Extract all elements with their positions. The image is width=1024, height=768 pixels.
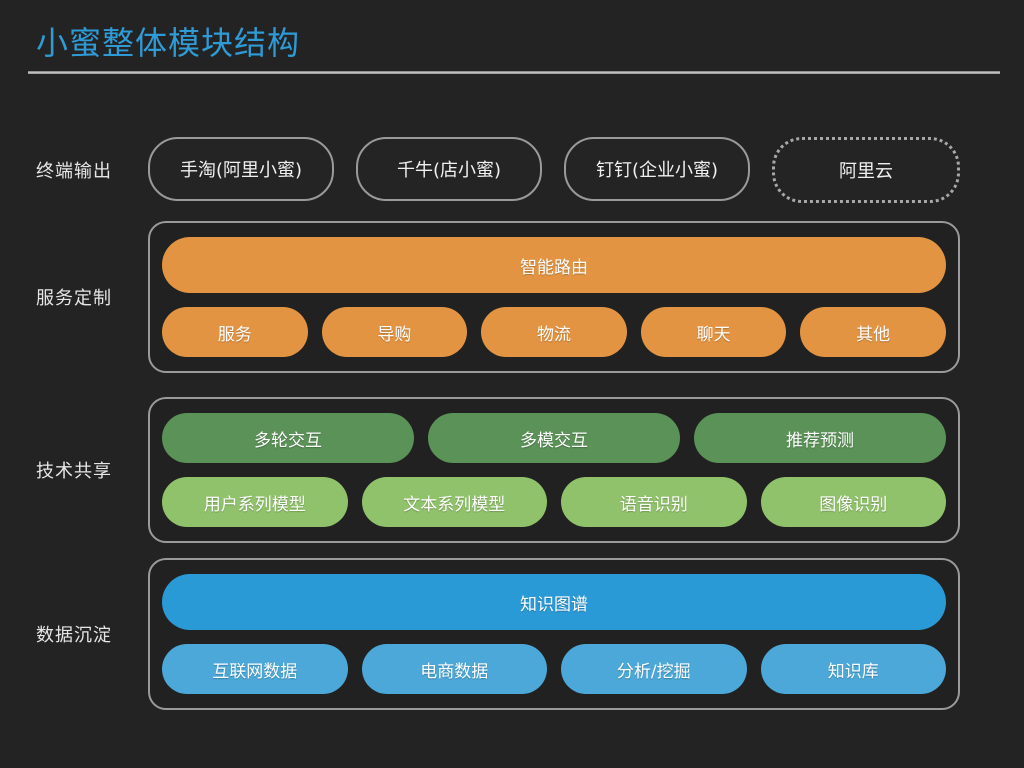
data-banner-row: 知识图谱 [162,574,946,630]
service-pill-row: 服务 导购 物流 聊天 其他 [162,307,946,357]
tech-pill-user-series-model[interactable]: 用户系列模型 [162,477,348,527]
technology-sharing-body: 多轮交互 多模交互 推荐预测 用户系列模型 文本系列模型 语音识别 图像识别 [148,397,960,543]
terminal-box-aliyun[interactable]: 阿里云 [772,137,960,203]
technology-top-row: 多轮交互 多模交互 推荐预测 [162,413,946,463]
terminal-box-taobao[interactable]: 手淘(阿里小蜜) [148,137,334,201]
row-service-customization: 服务定制 智能路由 服务 导购 物流 聊天 其他 [0,216,1024,378]
technology-panel: 多轮交互 多模交互 推荐预测 用户系列模型 文本系列模型 语音识别 图像识别 [148,397,960,543]
slide-header: 小蜜整体模块结构 [0,0,1024,86]
row-label-technology-sharing: 技术共享 [36,461,112,482]
row-terminal-output: 终端输出 手淘(阿里小蜜) 千牛(店小蜜) 钉钉(企业小蜜) 阿里云 [0,130,1024,210]
row-label-terminal-output: 终端输出 [36,161,112,182]
service-pill-other[interactable]: 其他 [800,307,946,357]
service-pill-chat[interactable]: 聊天 [640,307,787,357]
data-pill-row: 互联网数据 电商数据 分析/挖掘 知识库 [162,644,946,694]
service-banner-row: 智能路由 [162,237,946,293]
row-label-service-customization: 服务定制 [36,288,112,309]
tech-pill-recommendation-prediction[interactable]: 推荐预测 [694,413,946,463]
terminal-output-body: 手淘(阿里小蜜) 千牛(店小蜜) 钉钉(企业小蜜) 阿里云 [148,137,960,203]
page-title: 小蜜整体模块结构 [36,24,301,62]
service-pill-service[interactable]: 服务 [162,307,308,357]
technology-bottom-row: 用户系列模型 文本系列模型 语音识别 图像识别 [162,477,946,527]
tech-pill-multimodal-interaction[interactable]: 多模交互 [428,413,680,463]
row-label-data-accumulation: 数据沉淀 [36,625,112,646]
data-panel: 知识图谱 互联网数据 电商数据 分析/挖掘 知识库 [148,558,960,710]
tech-pill-image-recognition[interactable]: 图像识别 [760,477,946,527]
service-customization-body: 智能路由 服务 导购 物流 聊天 其他 [148,221,960,373]
tech-pill-multi-turn-interaction[interactable]: 多轮交互 [162,413,414,463]
data-pill-analysis-mining[interactable]: 分析/挖掘 [561,644,747,694]
data-pill-knowledge-base[interactable]: 知识库 [760,644,946,694]
service-banner-smart-routing[interactable]: 智能路由 [162,237,946,293]
tech-pill-text-series-model[interactable]: 文本系列模型 [361,477,547,527]
service-pill-logistics[interactable]: 物流 [481,307,627,357]
terminal-box-strip: 手淘(阿里小蜜) 千牛(店小蜜) 钉钉(企业小蜜) 阿里云 [148,137,960,203]
row-data-accumulation: 数据沉淀 知识图谱 互联网数据 电商数据 分析/挖掘 知识库 [0,558,1024,710]
row-technology-sharing: 技术共享 多轮交互 多模交互 推荐预测 用户系列模型 文本系列模型 语音识别 图… [0,394,1024,546]
terminal-box-qianniu[interactable]: 千牛(店小蜜) [356,137,542,201]
data-accumulation-body: 知识图谱 互联网数据 电商数据 分析/挖掘 知识库 [148,558,960,710]
terminal-box-dingtalk[interactable]: 钉钉(企业小蜜) [564,137,750,201]
data-banner-knowledge-graph[interactable]: 知识图谱 [162,574,946,630]
data-pill-ecommerce-data[interactable]: 电商数据 [361,644,547,694]
data-pill-internet-data[interactable]: 互联网数据 [162,644,348,694]
tech-pill-speech-recognition[interactable]: 语音识别 [561,477,747,527]
service-pill-shopping-guide[interactable]: 导购 [321,307,468,357]
service-panel: 智能路由 服务 导购 物流 聊天 其他 [148,221,960,373]
title-divider [28,71,1000,74]
